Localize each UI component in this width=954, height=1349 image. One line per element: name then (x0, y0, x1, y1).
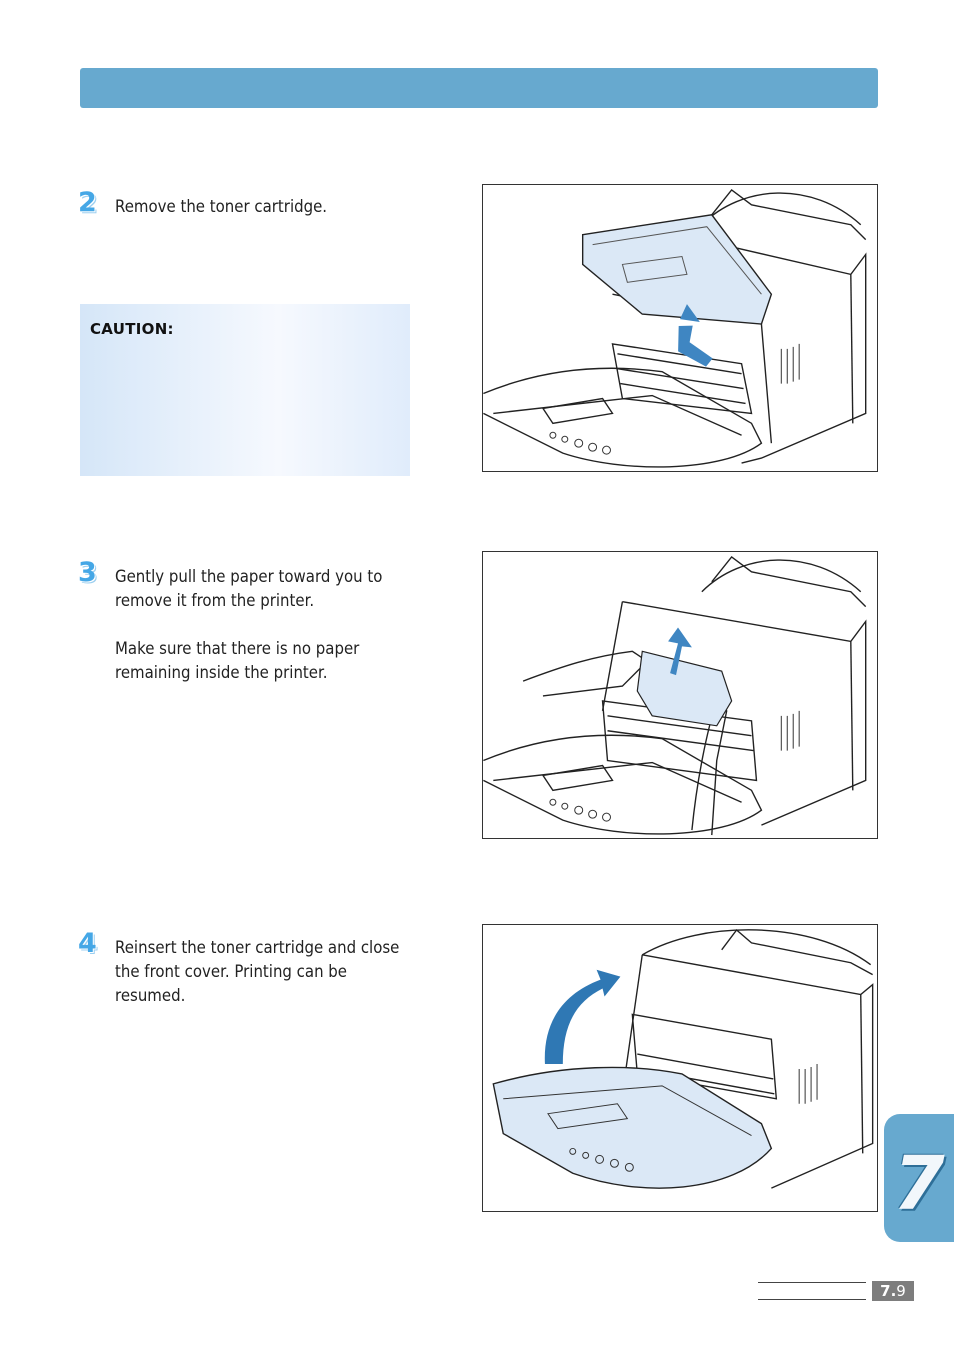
caution-box: CAUTION: (80, 304, 410, 476)
step-number-3: 3 (78, 557, 97, 588)
section-header-bar (80, 68, 878, 108)
step-4-text: Reinsert the toner cartridge and close t… (115, 936, 405, 1008)
step-4-paragraph-1: Reinsert the toner cartridge and close t… (115, 938, 400, 1006)
printer-close-cover-illustration (492, 928, 874, 1189)
step-3-paragraph-2: Make sure that there is no paper remaini… (115, 639, 360, 683)
step-number-2: 2 (78, 187, 97, 218)
printer-paper-illustration (483, 556, 867, 836)
caution-title: CAUTION: (90, 320, 174, 338)
page-number-rule-top (758, 1282, 866, 1283)
chapter-number: 7 (893, 1141, 945, 1227)
step-3-paragraph-1: Gently pull the paper toward you to remo… (115, 567, 383, 611)
figure-remove-toner (482, 184, 878, 472)
page-number: 7.9 (872, 1281, 914, 1301)
figure-close-cover (482, 924, 878, 1212)
step-2-paragraph-1: Remove the toner cartridge. (115, 197, 328, 217)
step-number-4: 4 (78, 928, 97, 959)
figure-pull-paper (482, 551, 878, 839)
page-number-page: 9 (896, 1282, 906, 1300)
step-2-text: Remove the toner cartridge. (115, 195, 405, 219)
step-3-text: Gently pull the paper toward you to remo… (115, 565, 405, 685)
page-number-rule-bottom (758, 1299, 866, 1300)
page-number-chapter: 7. (880, 1282, 897, 1300)
chapter-tab: 7 (884, 1114, 954, 1242)
printer-toner-illustration (483, 189, 867, 468)
